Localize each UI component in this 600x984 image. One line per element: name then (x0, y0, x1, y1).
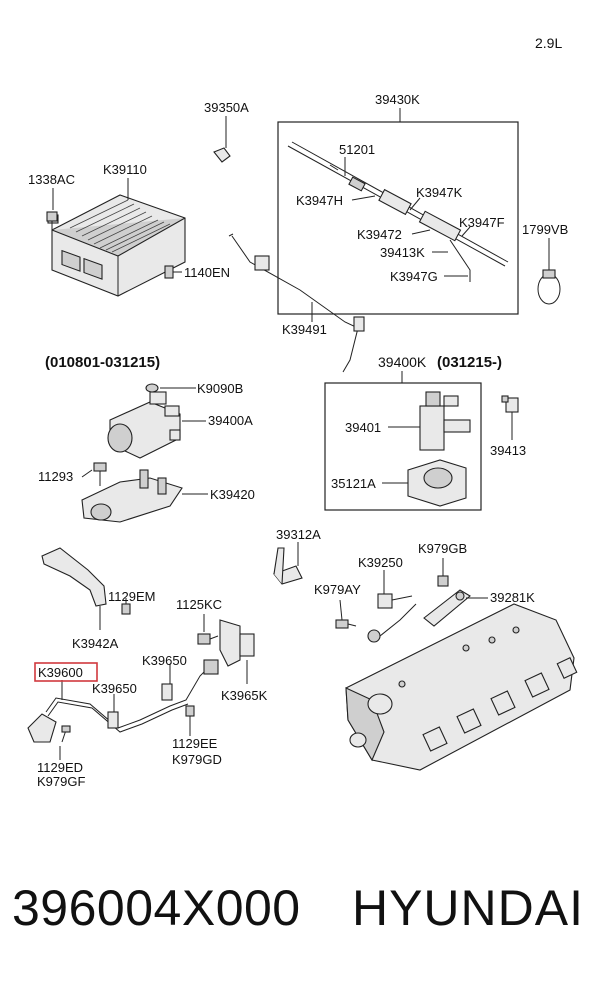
label-k3947f: K3947F (459, 215, 505, 230)
label-k39600: K39600 (38, 665, 83, 680)
label-35121a: 35121A (331, 476, 376, 491)
label-k39650-top: K39650 (142, 653, 187, 668)
nut-k979gb-drawing (437, 558, 449, 587)
label-k39472: K39472 (357, 227, 402, 242)
label-k3947g: K3947G (390, 269, 438, 284)
bolt-1338ac-drawing (46, 211, 58, 230)
label-1129ee: 1129EE (172, 736, 218, 751)
label-k3965k: K3965K (221, 688, 268, 703)
bracket-39281k-drawing (423, 589, 488, 627)
label-1338ac: 1338AC (28, 172, 75, 187)
label-39350a: 39350A (204, 100, 249, 115)
sensor-plug-drawing (367, 603, 417, 643)
sensor-39413-drawing (501, 395, 519, 440)
label-k39110: K39110 (103, 162, 147, 177)
label-51201: 51201 (339, 142, 375, 157)
label-k3942a: K3942A (72, 636, 119, 651)
engine-size-label: 2.9L (535, 35, 562, 51)
bolt-1125kc-drawing (197, 614, 219, 645)
label-1140en: 1140EN (184, 265, 230, 280)
group-box-39400k (324, 382, 482, 511)
label-1125kc: 1125KC (176, 597, 222, 612)
label-1799vb: 1799VB (522, 222, 568, 237)
part-number: 396004X000 (12, 880, 301, 936)
bracket-39312a-drawing (273, 542, 303, 585)
ecu-module-drawing (47, 194, 186, 297)
brand-name: HYUNDAI (351, 880, 584, 936)
header-right-range: (031215-) (437, 354, 502, 371)
label-k979gb: K979GB (418, 541, 467, 556)
bolt-1129ed-drawing (59, 725, 71, 760)
label-39400k: 39400K (378, 354, 427, 370)
bracket-k3965k-drawing (219, 619, 255, 684)
label-k979ay: K979AY (314, 582, 361, 597)
label-k9090b: K9090B (197, 381, 243, 396)
solenoid-39401-drawing (388, 391, 471, 451)
label-39413: 39413 (490, 443, 526, 458)
bolt-1140en-drawing (164, 265, 182, 279)
label-k39491: K39491 (282, 322, 327, 337)
label-39281k: 39281K (490, 590, 535, 605)
label-k3947h: K3947H (296, 193, 343, 208)
bolt-1129em-drawing (121, 598, 131, 615)
label-39401: 39401 (345, 420, 381, 435)
nut-k9090b-drawing (145, 383, 196, 393)
header-left-range: (010801-031215) (45, 354, 160, 371)
bracket-k39420-drawing (81, 469, 183, 523)
sensor-k39250-drawing (377, 570, 413, 609)
cable-assembly-drawing (287, 141, 509, 282)
clamp-1799vb-drawing (537, 238, 561, 305)
label-1129em: 1129EM (108, 589, 155, 604)
label-k979gf: K979GF (37, 774, 85, 789)
label-k3947k: K3947K (416, 185, 463, 200)
label-39430k: 39430K (375, 92, 420, 107)
label-k39250: K39250 (358, 555, 403, 570)
pipe-k39491-drawing (228, 233, 365, 373)
label-39312a: 39312A (276, 527, 321, 542)
vacuum-solenoid-39400a-drawing (107, 391, 181, 459)
label-39400a: 39400A (208, 413, 253, 428)
label-k39420: K39420 (210, 487, 255, 502)
label-k979gd: K979GD (172, 752, 222, 767)
intake-manifold-drawing (345, 603, 578, 771)
bracket-35121a-drawing (382, 459, 467, 507)
bolt-1129ee-drawing (185, 705, 195, 736)
bolt-k979ay-drawing (335, 599, 357, 629)
highlight-box-k39600 (34, 662, 98, 682)
knock-sensor-k39600-drawing (27, 659, 219, 743)
label-k39650-bottom: K39650 (92, 681, 137, 696)
bracket-k3942a-drawing (41, 547, 107, 630)
label-39413k: 39413K (380, 245, 425, 260)
label-11293: 11293 (38, 469, 73, 484)
group-box-39430k (277, 121, 519, 315)
clip-39350a-drawing (213, 116, 231, 163)
bolt-11293-drawing (81, 462, 107, 486)
label-1129ed: 1129ED (37, 760, 83, 775)
